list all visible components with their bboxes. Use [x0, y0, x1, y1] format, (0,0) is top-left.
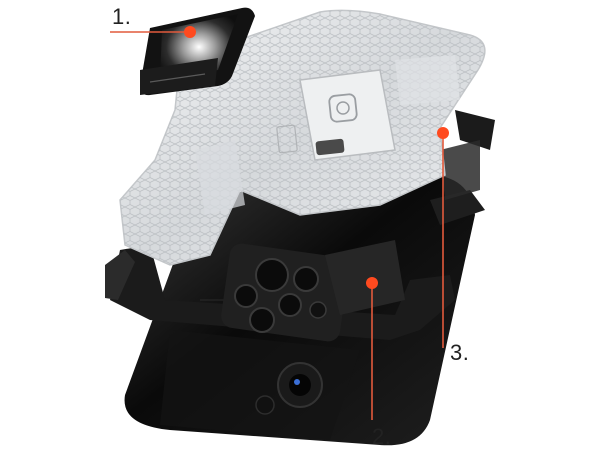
callout-label-bumper-frame: 2. [372, 424, 392, 449]
callout-dot-2 [366, 277, 378, 289]
black-bumper-frame [105, 110, 495, 342]
callout-leaders [110, 26, 449, 420]
callout-label-back-cover: 3. [450, 340, 470, 365]
callout-dot-1 [184, 26, 196, 38]
ring-holder-icon [140, 7, 255, 96]
callout-dot-3 [437, 127, 449, 139]
callout-label-ring-holder: 1. [112, 4, 132, 29]
